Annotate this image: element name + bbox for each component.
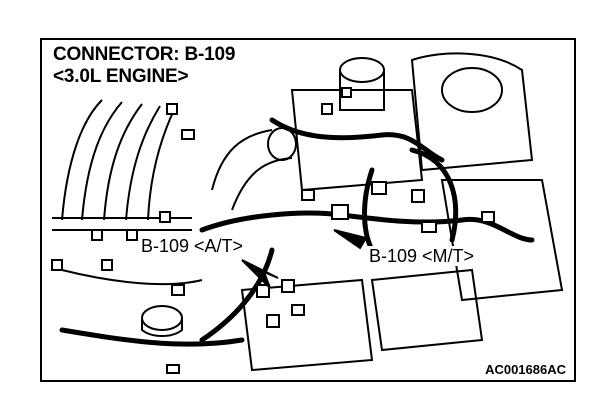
diagram-title: CONNECTOR: B-109 <3.0L ENGINE>: [50, 44, 239, 88]
engine-bay-illustration: [51, 52, 564, 374]
connector-label-at: B-109 <A/T>: [138, 236, 247, 256]
connector-label-mt: B-109 <M/T>: [366, 246, 478, 266]
title-line-1: CONNECTOR: B-109: [53, 44, 236, 65]
diagram-frame: CONNECTOR: B-109 <3.0L ENGINE> B-109 <A/…: [40, 38, 576, 382]
title-line-2: <3.0L ENGINE>: [53, 66, 189, 87]
figure-code: AC001686AC: [483, 362, 568, 377]
